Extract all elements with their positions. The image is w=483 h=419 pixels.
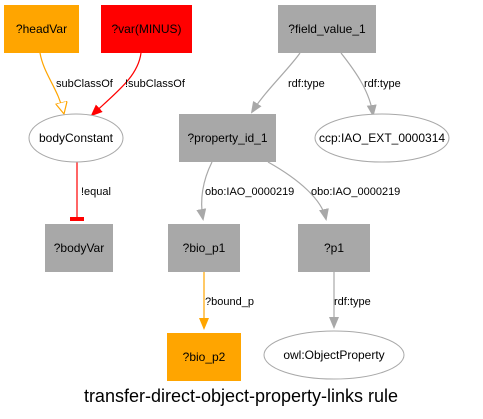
edge-label-subclassof: subClassOf (56, 78, 114, 90)
edge-label-rdftype-2: rdf:type (364, 78, 401, 90)
node-property-id-label: ?property_id_1 (187, 131, 267, 145)
node-field-value[interactable]: ?field_value_1 (278, 5, 376, 53)
node-field-value-label: ?field_value_1 (288, 22, 366, 36)
edge-bodyconstant-bodyvar: !equal (70, 162, 111, 221)
node-iao-ext[interactable]: ccp:IAO_EXT_0000314 (314, 113, 450, 163)
edge-varminus-bodyconstant: !subClassOf (90, 52, 186, 117)
node-object-property[interactable]: owl:ObjectProperty (263, 330, 405, 380)
edge-property-biop1: obo:IAO_0000219 (196, 161, 294, 221)
edge-headvar-bodyconstant: subClassOf (39, 52, 114, 114)
node-headvar-label: ?headVar (16, 22, 67, 36)
edge-field-iao: rdf:type (340, 52, 401, 117)
diagram-caption: transfer-direct-object-property-links ru… (84, 386, 398, 406)
node-p1[interactable]: ?p1 (298, 224, 370, 272)
node-headvar[interactable]: ?headVar (4, 5, 79, 53)
edge-label-iao-2: obo:IAO_0000219 (311, 186, 400, 198)
node-bodyconstant-label: bodyConstant (39, 131, 114, 145)
node-iao-ext-label: ccp:IAO_EXT_0000314 (319, 131, 445, 145)
node-bio-p2-label: ?bio_p2 (183, 350, 226, 364)
node-bodyvar[interactable]: ?bodyVar (45, 224, 113, 272)
node-object-property-label: owl:ObjectProperty (283, 348, 384, 362)
node-var-minus-label: ?var(MINUS) (111, 22, 181, 36)
edge-field-property: rdf:type (250, 52, 325, 114)
node-bodyconstant[interactable]: bodyConstant (28, 113, 124, 163)
node-bodyvar-label: ?bodyVar (54, 241, 104, 255)
edge-label-bound-p: ?bound_p (205, 296, 254, 308)
edge-p1-objectproperty: rdf:type (329, 272, 371, 329)
edge-label-rdftype-3: rdf:type (334, 296, 371, 308)
edge-label-not-equal: !equal (81, 186, 111, 198)
edge-label-not-subclassof: !subClassOf (125, 78, 186, 90)
edge-property-p1: obo:IAO_0000219 (267, 161, 400, 221)
edge-label-rdftype-1: rdf:type (288, 78, 325, 90)
node-bio-p2[interactable]: ?bio_p2 (167, 333, 241, 381)
edge-biop1-biop2: ?bound_p (199, 272, 254, 330)
node-property-id[interactable]: ?property_id_1 (179, 114, 276, 162)
node-p1-label: ?p1 (324, 241, 344, 255)
node-bio-p1-label: ?bio_p1 (183, 241, 226, 255)
node-bio-p1[interactable]: ?bio_p1 (168, 224, 240, 272)
node-var-minus[interactable]: ?var(MINUS) (101, 5, 192, 53)
edge-label-iao-1: obo:IAO_0000219 (205, 186, 294, 198)
